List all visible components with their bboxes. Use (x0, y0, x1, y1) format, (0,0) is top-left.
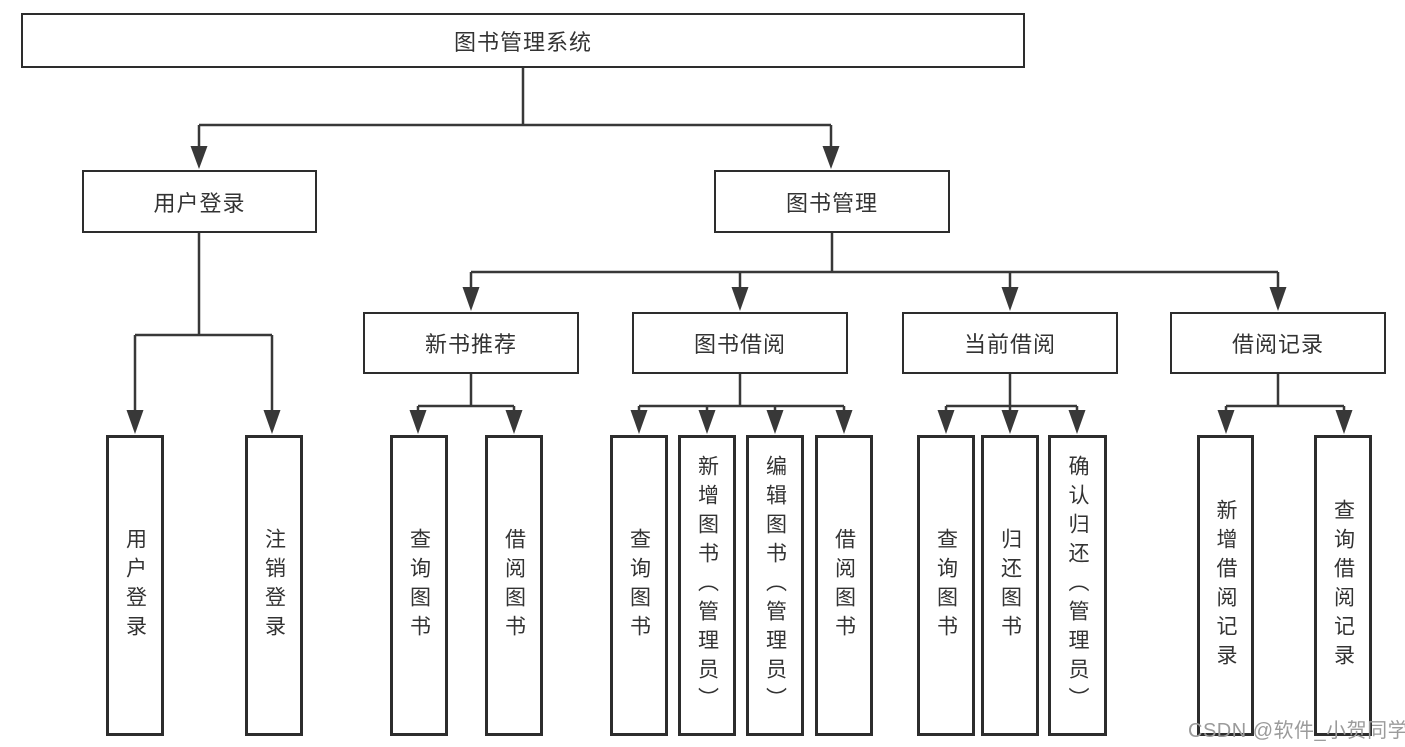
node-label: 查询借阅记录 (1331, 498, 1355, 673)
node-new-book-recommend: 新书推荐 (363, 312, 579, 374)
node-leaf-logout: 注销登录 (245, 435, 303, 736)
connector-root-split (197, 68, 833, 148)
connector-records-split (1224, 374, 1346, 412)
node-leaf-user-login: 用户登录 (106, 435, 164, 736)
node-book-management: 图书管理 (714, 170, 950, 233)
node-label: 借阅图书 (832, 527, 856, 644)
connector-book-borrow-split (637, 374, 846, 412)
node-label: 查询图书 (934, 527, 958, 644)
node-leaf-confirm-return-admin: 确认归还（管理员） (1048, 435, 1107, 736)
node-leaf-query-books-recommend: 查询图书 (390, 435, 448, 736)
node-leaf-borrow-books-recommend: 借阅图书 (485, 435, 543, 736)
node-leaf-query-books-current: 查询图书 (917, 435, 975, 736)
node-label: 当前借阅 (963, 332, 1056, 357)
connector-book-mgmt-split (469, 233, 1280, 289)
node-label: 图书管理系统 (453, 29, 592, 55)
connector-current-borrow-split (944, 374, 1079, 412)
node-label: 用户登录 (153, 190, 246, 216)
connector-user-login-split (133, 233, 274, 412)
node-library-management-system: 图书管理系统 (21, 13, 1025, 68)
node-leaf-add-borrow-record: 新增借阅记录 (1197, 435, 1254, 736)
arrowheads (126, 146, 1353, 434)
node-borrowing-records: 借阅记录 (1170, 312, 1386, 374)
node-label: 查询图书 (407, 527, 431, 644)
node-current-borrowing: 当前借阅 (902, 312, 1118, 374)
node-label: 编辑图书（管理员） (763, 455, 787, 716)
node-leaf-edit-books-admin: 编辑图书（管理员） (746, 435, 804, 736)
node-label: 确认归还（管理员） (1066, 455, 1089, 716)
node-label: 新增图书（管理员） (695, 455, 719, 716)
node-user-login: 用户登录 (82, 170, 317, 233)
node-label: 注销登录 (262, 527, 286, 644)
csdn-watermark: CSDN @软件_小贺同学 (1188, 720, 1405, 742)
node-label: 借阅记录 (1231, 332, 1324, 357)
node-label: 新书推荐 (424, 332, 517, 357)
node-label: 借阅图书 (502, 527, 526, 644)
node-leaf-borrow-books-borrowing: 借阅图书 (815, 435, 873, 736)
node-label: 图书管理 (785, 190, 878, 216)
node-leaf-query-borrow-record: 查询借阅记录 (1314, 435, 1372, 736)
node-label: 图书借阅 (693, 332, 786, 357)
node-label: 新增借阅记录 (1214, 498, 1237, 673)
node-leaf-return-books: 归还图书 (981, 435, 1039, 736)
connector-new-book-split (416, 374, 516, 412)
node-label: 归还图书 (998, 527, 1022, 644)
node-leaf-add-books-admin: 新增图书（管理员） (678, 435, 736, 736)
node-leaf-query-books-borrowing: 查询图书 (610, 435, 668, 736)
node-book-borrowing: 图书借阅 (632, 312, 848, 374)
node-label: 查询图书 (627, 527, 651, 644)
node-label: 用户登录 (123, 527, 147, 644)
